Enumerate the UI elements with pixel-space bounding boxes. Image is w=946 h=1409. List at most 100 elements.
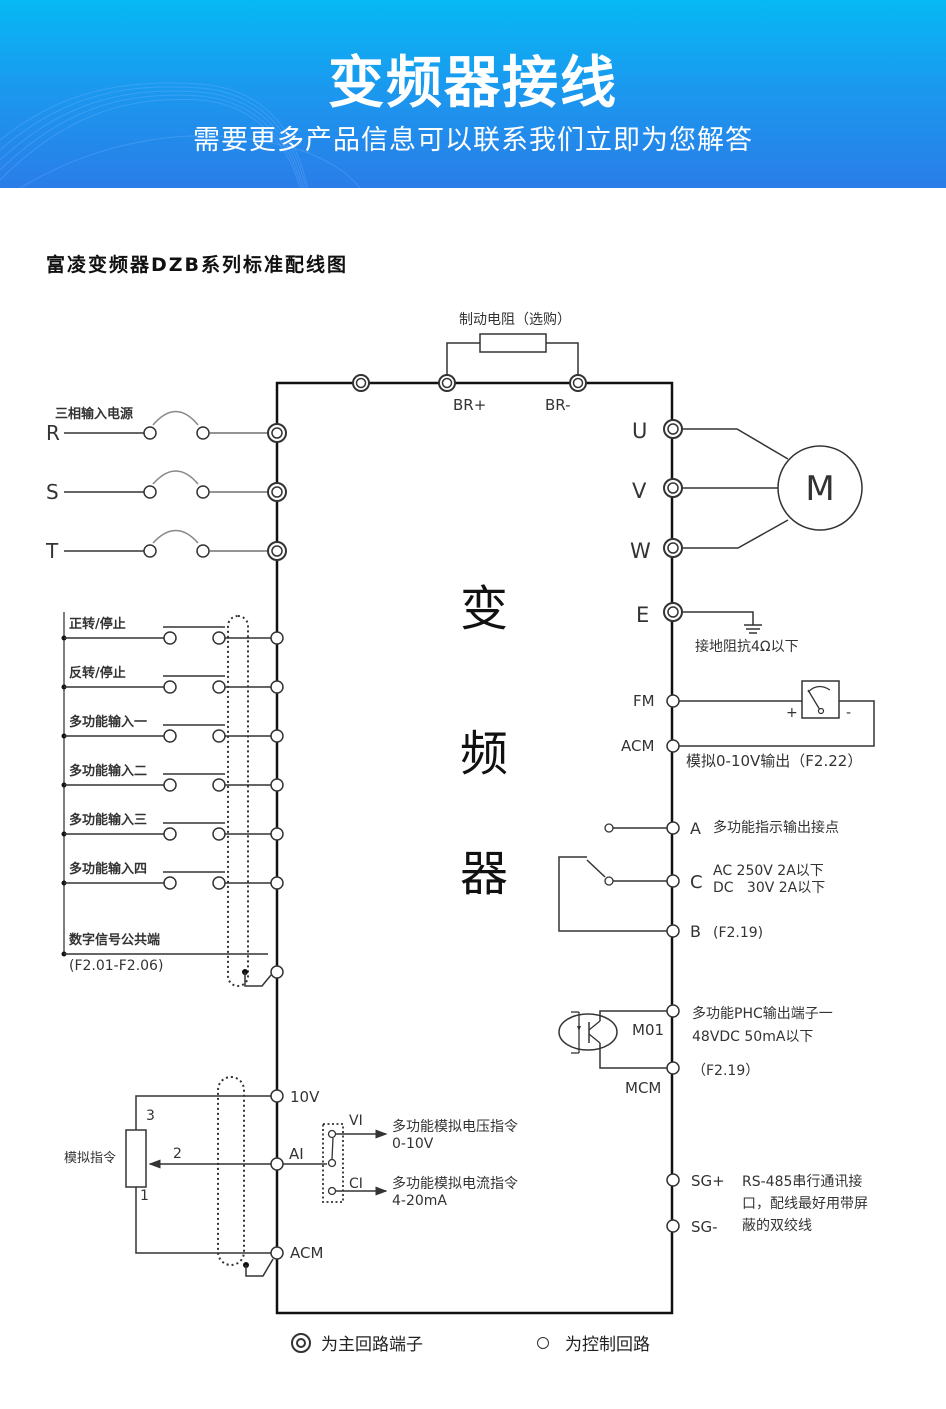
- svg-text:-: -: [846, 705, 851, 721]
- svg-text:反转/停止: 反转/停止: [69, 665, 126, 681]
- svg-text:T: T: [45, 539, 59, 563]
- svg-text:SG+: SG+: [691, 1172, 725, 1190]
- svg-text:RS-485串行通讯接: RS-485串行通讯接: [742, 1173, 862, 1190]
- svg-text:E: E: [636, 603, 649, 627]
- meter-icon: [801, 680, 840, 719]
- svg-text:48VDC 50mA以下: 48VDC 50mA以下: [692, 1029, 813, 1045]
- svg-text:多功能模拟电压指令: 多功能模拟电压指令: [392, 1118, 518, 1135]
- terminal-br-minus: [569, 374, 587, 392]
- svg-text:FM: FM: [633, 692, 655, 710]
- svg-text:多功能输入四: 多功能输入四: [69, 861, 147, 877]
- brake-resistor: [479, 333, 547, 353]
- digital-input-2: 反转/停止: [61, 665, 284, 694]
- svg-text:2: 2: [173, 1146, 182, 1162]
- svg-text:VI: VI: [349, 1113, 363, 1129]
- banner-title: 变频器接线: [328, 51, 618, 116]
- terminal-v: V: [632, 478, 683, 503]
- digital-input-5: 多功能输入三: [61, 812, 284, 841]
- diagram-title: 富凌变频器DZB系列标准配线图: [46, 254, 349, 276]
- svg-text:正转/停止: 正转/停止: [69, 616, 126, 632]
- terminal-w: W: [630, 538, 683, 563]
- svg-text:(F2.01-F2.06): (F2.01-F2.06): [69, 958, 163, 974]
- svg-text:(F2.19): (F2.19): [713, 925, 763, 941]
- svg-text:多功能指示输出接点: 多功能指示输出接点: [713, 819, 839, 836]
- svg-text:模拟指令: 模拟指令: [64, 1151, 116, 1166]
- inverter-label-1: 变: [460, 581, 508, 637]
- svg-text:W: W: [630, 539, 651, 563]
- phase-s: S: [46, 470, 268, 504]
- svg-text:AC 250V 2A以下: AC 250V 2A以下: [713, 863, 824, 879]
- digital-input-1: 正转/停止: [61, 616, 284, 645]
- inverter-body: [275, 381, 674, 1315]
- digital-input-4: 多功能输入二: [61, 763, 284, 792]
- svg-text:多功能输入二: 多功能输入二: [69, 763, 147, 779]
- svg-text:10V: 10V: [290, 1088, 320, 1106]
- digital-common: 数字信号公共端 (F2.01-F2.06): [61, 932, 284, 987]
- svg-text:多功能输入一: 多功能输入一: [69, 714, 147, 730]
- ground-icon: [744, 624, 762, 634]
- relay-output: A 多功能指示输出接点 C AC 250V 2A以下 DC 30V 2A以下 B…: [558, 819, 839, 941]
- svg-text:数字信号公共端: 数字信号公共端: [69, 932, 160, 948]
- optocoupler-icon: [558, 1013, 618, 1051]
- svg-text:M01: M01: [632, 1021, 664, 1039]
- svg-text:模拟0-10V输出（F2.22）: 模拟0-10V输出（F2.22）: [686, 752, 862, 770]
- svg-text:R: R: [46, 421, 60, 445]
- br-minus-label: BR-: [545, 396, 571, 414]
- main-terminals-input: [267, 423, 287, 561]
- svg-text:MCM: MCM: [625, 1079, 661, 1097]
- communication: SG+ SG- RS-485串行通讯接 口，配线最好用带屏 蔽的双绞线: [666, 1172, 868, 1236]
- wave-decoration: [0, 82, 361, 188]
- header-banner: 变频器接线 需要更多产品信息可以联系我们立即为您解答: [0, 0, 946, 188]
- svg-text:4-20mA: 4-20mA: [392, 1193, 447, 1209]
- legend-control-circuit: 为控制回路: [537, 1330, 650, 1355]
- legend-main-circuit: 为主回路端子: [291, 1330, 423, 1355]
- terminal-e: E: [636, 602, 683, 627]
- svg-text:SG-: SG-: [691, 1218, 718, 1236]
- banner-subtitle: 需要更多产品信息可以联系我们立即为您解答: [193, 125, 753, 156]
- svg-text:A: A: [690, 819, 701, 838]
- terminal-u: U: [632, 419, 683, 443]
- svg-text:DC 30V 2A以下: DC 30V 2A以下: [713, 880, 825, 896]
- inverter-label-2: 频: [460, 726, 508, 782]
- svg-text:+: +: [786, 705, 798, 721]
- phase-r: R: [46, 410, 268, 445]
- svg-text:ACM: ACM: [290, 1244, 323, 1262]
- legend-main-label: 为主回路端子: [321, 1335, 423, 1355]
- svg-text:3: 3: [146, 1108, 155, 1124]
- svg-text:U: U: [632, 419, 647, 443]
- svg-text:ACM: ACM: [621, 737, 654, 755]
- double-circle-icon: [291, 1332, 311, 1353]
- brake-resistor-label: 制动电阻（选购）: [459, 312, 571, 328]
- power-input-label: 三相输入电源: [55, 406, 133, 422]
- terminal-br-plus: [438, 374, 456, 392]
- shield-loop-digital: [227, 615, 249, 987]
- phc-output: M01 MCM 多功能PHC输出端子一 48VDC 50mA以下 （F2.19）: [558, 1004, 833, 1097]
- inverter-label-3: 器: [460, 846, 508, 902]
- analog-output: FM ACM + - 模拟0-10V输出（F2.22）: [621, 680, 875, 770]
- svg-text:多功能PHC输出端子一: 多功能PHC输出端子一: [692, 1005, 833, 1022]
- svg-text:口，配线最好用带屏: 口，配线最好用带屏: [742, 1196, 868, 1212]
- main-terminal: [352, 374, 370, 392]
- legend-control-label: 为控制回路: [565, 1335, 650, 1355]
- svg-text:多功能输入三: 多功能输入三: [69, 812, 147, 828]
- svg-text:多功能模拟电流指令: 多功能模拟电流指令: [392, 1175, 518, 1192]
- svg-text:CI: CI: [349, 1176, 363, 1192]
- svg-text:AI: AI: [289, 1145, 304, 1163]
- digital-input-3: 多功能输入一: [61, 714, 284, 743]
- potentiometer-icon: [125, 1129, 147, 1188]
- motor-icon: [777, 445, 863, 531]
- svg-text:1: 1: [140, 1188, 149, 1204]
- br-plus-label: BR+: [453, 396, 486, 414]
- svg-text:C: C: [690, 872, 703, 893]
- svg-text:S: S: [46, 480, 59, 504]
- motor-label: M: [805, 469, 834, 509]
- svg-text:B: B: [690, 922, 701, 941]
- digital-input-6: 多功能输入四: [61, 861, 284, 890]
- svg-text:（F2.19）: （F2.19）: [692, 1063, 759, 1079]
- svg-text:蔽的双绞线: 蔽的双绞线: [742, 1217, 812, 1234]
- circle-icon: [537, 1336, 549, 1349]
- ground-note: 接地阻抗4Ω以下: [695, 638, 799, 655]
- svg-text:0-10V: 0-10V: [392, 1136, 434, 1152]
- phase-t: T: [45, 529, 268, 563]
